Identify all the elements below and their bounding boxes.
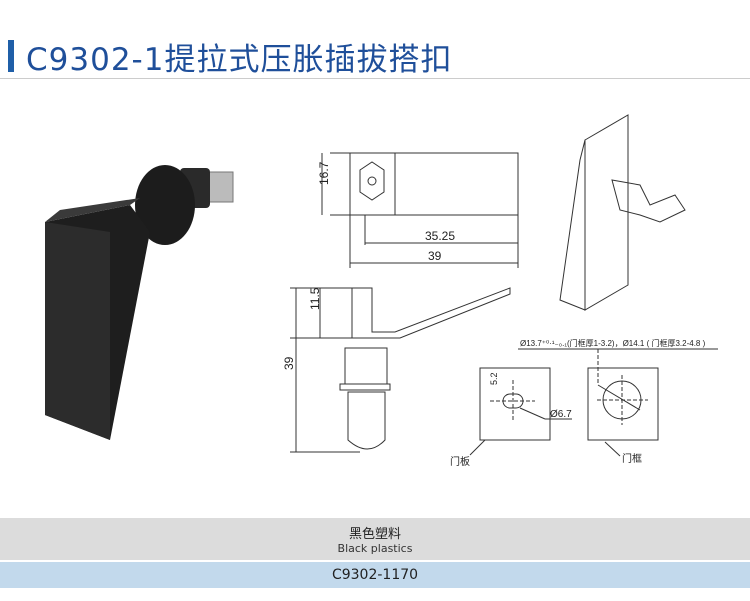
- technical-drawing: 16.7 35.25 39 11.5 39 Ø13.7⁺⁰·¹₋₀.₁(门框厚1…: [45, 114, 718, 468]
- dim-slot-diameter: Ø6.7: [550, 409, 572, 420]
- side-view: [290, 287, 511, 453]
- material-en: Black plastics: [337, 542, 413, 555]
- door-frame-cutout: [587, 349, 659, 457]
- dim-11-5: 11.5: [308, 287, 322, 310]
- dim-39-top: 39: [428, 249, 442, 263]
- label-door-frame: 门框: [622, 452, 642, 465]
- product-photo: [45, 165, 234, 440]
- isometric-view: [559, 114, 686, 311]
- material-cn: 黑色塑料: [348, 527, 401, 542]
- dim-16-7: 16.7: [317, 161, 331, 185]
- dim-39-side: 39: [282, 356, 296, 370]
- material-row: 黑色塑料 Black plastics: [0, 518, 750, 560]
- page-title: C9302-1提拉式压胀插拔搭扣: [26, 42, 453, 78]
- top-view: [321, 152, 519, 268]
- cutout-note: Ø13.7⁺⁰·¹₋₀.₁(门框厚1-3.2)，Ø14.1 ( 门框厚3.2-4…: [520, 338, 706, 348]
- label-door-panel: 门板: [450, 455, 470, 468]
- product-code: C9302-1170: [0, 562, 750, 588]
- title-accent-bar: [8, 40, 14, 72]
- divider: [0, 78, 750, 79]
- door-panel-cutout: [469, 367, 572, 456]
- dim-5-2: 5.2: [489, 372, 499, 385]
- dim-35-25: 35.25: [425, 229, 455, 243]
